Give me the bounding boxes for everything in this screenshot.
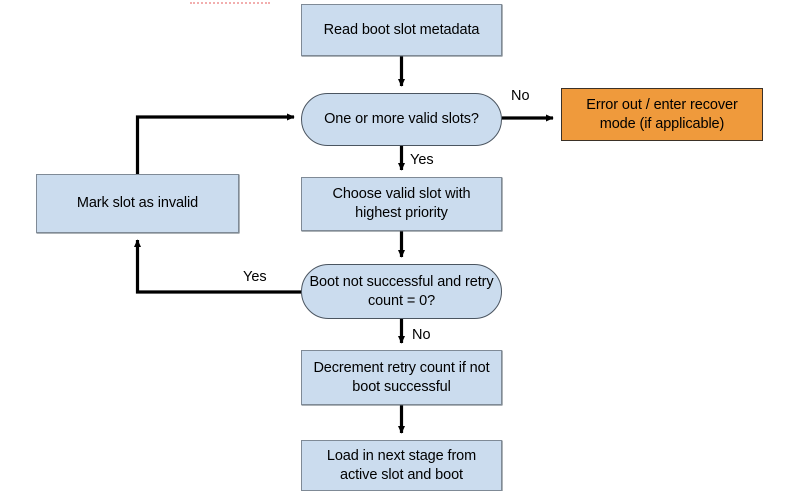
node-read-boot-slot-metadata[interactable]: Read boot slot metadata [301,4,502,56]
edge-mark-invalid-to-valid-slots [135,113,295,174]
node-decrement-retry-count[interactable]: Decrement retry count if not boot succes… [301,350,502,405]
node-mark-slot-as-invalid[interactable]: Mark slot as invalid [36,174,239,233]
edge-label-no-valid-slots: No [511,88,530,104]
dotted-line-artifact [190,2,270,4]
edge-label-yes-retry-loop: Yes [243,269,267,285]
node-load-next-stage-and-boot[interactable]: Load in next stage from active slot and … [301,440,502,491]
node-label: Boot not successful and retry count = 0? [309,273,494,309]
node-label: One or more valid slots? [324,111,479,127]
edge-label-no-retry: No [412,327,431,343]
node-one-or-more-valid-slots[interactable]: One or more valid slots? [301,93,502,146]
node-label: Decrement retry count if not boot succes… [313,359,490,395]
node-label: Read boot slot metadata [323,21,480,38]
node-error-out-enter-recover-mode[interactable]: Error out / enter recover mode (if appli… [561,88,763,141]
node-choose-valid-slot-highest-priority[interactable]: Choose valid slot with highest priority [301,177,502,231]
node-label: Error out / enter recover mode (if appli… [586,96,738,132]
edge-boot-check-yes-to-mark-invalid [133,239,301,294]
node-label: Load in next stage from active slot and … [326,447,477,483]
node-label: Mark slot as invalid [76,195,199,211]
edge-label-yes-valid-slots: Yes [410,152,434,168]
node-label: Choose valid slot with highest priority [332,186,471,221]
node-boot-not-successful-retry-count-zero[interactable]: Boot not successful and retry count = 0? [301,264,502,319]
